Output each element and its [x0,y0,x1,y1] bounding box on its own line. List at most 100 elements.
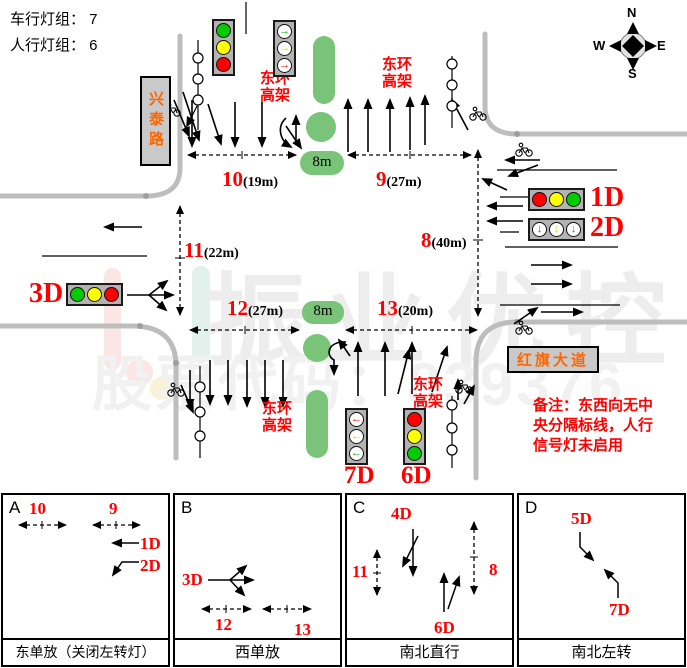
phase-b-caption: 西单放 [175,638,340,665]
phase-a-ticks [41,521,117,529]
signal-label-3d: 3D [29,278,64,309]
measurement-length: (27m) [386,175,422,190]
phase-c-ticks [373,556,478,574]
watermark-logo-dot-pink [126,359,153,386]
measurement-label-9: 9(27m) [376,167,422,192]
compass-n-label: N [627,5,637,20]
measurement-label-12: 12(27m) [227,296,283,321]
watermark-logo-bar-teal [192,266,210,363]
phase-d-ref-5d: 5D [571,509,592,528]
island-width-label-north: 8m [312,154,332,170]
traffic-light-2d: ↓ ↓ ↓ [528,218,585,241]
phase-c-ref-6d: 6D [434,618,455,637]
phase-c-letter: C [353,498,366,517]
measurement-label-11: 11(22m) [184,238,239,263]
green-arrow-light: → [277,24,292,39]
green-arrow-light: ← [349,446,364,461]
viaduct-label-line1: 东环 [412,376,443,393]
phase-d-ref-7d: 7D [609,600,630,619]
signal-label-7d: 7D [344,462,375,489]
signal-label-2d: 2D [590,212,625,243]
phase-c-movements [402,529,461,612]
yellow-light [87,287,102,302]
red-arrow-light: → [277,58,292,73]
phase-b-ticks [225,605,288,613]
red-light [407,412,422,427]
phase-b-ref-13: 13 [294,620,311,639]
phase-a-caption: 东单放（关闭左转灯） [3,638,168,665]
flow-arrows-south-northbound [328,338,475,405]
phase-panel-a: A 10 9 1D 2D 东单放（关闭左转灯） [1,493,170,667]
measurement-number: 11 [184,238,204,262]
traffic-light-1d [528,188,585,211]
green-light [70,287,85,302]
phase-c-diagram: C 4D 11 8 6D [347,495,512,638]
road-name-hongqi: 红旗大道 [507,346,599,373]
phase-c-ref-4d: 4D [391,504,412,523]
red-arrow-light: ↓ [532,222,547,237]
traffic-light-3d [66,283,123,306]
flow-arrows-east-westbound [481,155,540,226]
measurement-length: (20m) [398,304,433,319]
flow-arrows-east-eastbound [513,260,584,325]
phase-panel-c: C 4D 11 8 6D 南北直行 [345,493,514,667]
ped-signal-chain-north [186,40,204,130]
traffic-light-north-arrow: → → → [273,20,296,77]
ped-signal-chain-southeast [446,396,458,468]
phase-a-ref-2d: 2D [140,556,161,575]
measurement-number: 10 [222,167,243,191]
measurement-label-8: 8(40m) [421,228,467,253]
measurement-number: 9 [376,167,387,191]
red-arrow-light: ← [349,412,364,427]
phase-a-movements [111,538,139,577]
green-light [407,446,422,461]
phase-c-ref-11: 11 [352,562,369,581]
remark-line-3: 信号灯未启用 [533,437,624,454]
measurement-length: (22m) [203,246,239,261]
phase-a-ref-10: 10 [29,499,46,518]
yellow-light [549,192,564,207]
phase-a-ref-9: 9 [109,499,118,518]
viaduct-label-line2: 高架 [412,393,443,410]
signal-label-6d: 6D [401,462,432,489]
yellow-arrow-light: ← [349,429,364,444]
phase-d-letter: D [525,498,538,517]
median-islands [300,36,344,458]
remark-note: 备注：东西向无中 央分隔标线，人行 信号灯未启用 [533,396,687,456]
phase-a-ref-1d: 1D [140,534,161,553]
measurement-label-13: 13(20m) [377,296,433,321]
phase-c-caption: 南北直行 [347,638,512,665]
measurement-number: 8 [421,228,432,252]
flow-arrows-south-southbound [180,360,288,414]
measurement-number: 13 [377,296,398,320]
green-light [216,23,231,38]
phase-b-movements [208,564,255,597]
phase-table: A 10 9 1D 2D 东单放（关闭左转灯） [1,493,686,667]
flow-arrows-west-arm [103,222,175,312]
measurement-label-10: 10(19m) [222,167,278,192]
compass-icon [609,22,657,70]
phase-b-ref-3d: 3D [182,570,203,589]
remark-line-2: 央分隔标线，人行 [533,417,654,434]
yellow-light [216,40,231,55]
traffic-light-6d [403,408,426,465]
compass-w-label: W [593,38,606,53]
yellow-arrow-light: ↓ [549,222,564,237]
island-width-label-south: 8m [313,303,333,319]
viaduct-label-ne: 东环 高架 [375,56,419,90]
viaduct-label-line2: 高架 [381,73,412,90]
compass-s-label: S [628,66,637,81]
viaduct-label-line2: 高架 [259,87,290,104]
green-light [566,192,581,207]
remark-line-1: 备注：东西向无中 [533,397,654,414]
red-light [216,57,231,72]
phase-c-ref-8: 8 [489,560,498,579]
phase-a-letter: A [9,498,21,517]
ped-light-group-count: 人行灯组： 6 [10,37,98,54]
green-arrow-light: ↓ [566,222,581,237]
phase-b-diagram: B 3D 12 13 [175,495,340,638]
phase-a-diagram: A 10 9 1D 2D [3,495,168,638]
phase-d-caption: 南北左转 [519,638,684,665]
viaduct-label-se: 东环 高架 [406,376,450,410]
